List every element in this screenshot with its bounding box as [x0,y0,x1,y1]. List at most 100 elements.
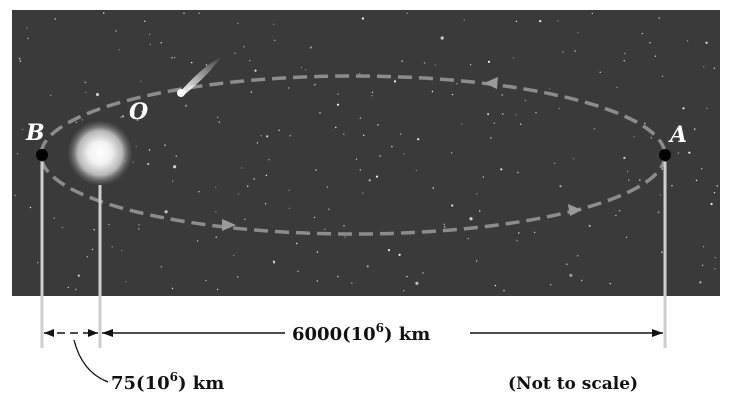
star [520,123,522,125]
star [138,228,140,230]
star [633,136,635,138]
star [500,168,503,171]
star [237,276,239,278]
star [482,176,484,178]
star [406,275,408,278]
star [61,226,64,229]
dimension-major-label: 6000(106) km [292,321,430,345]
star [148,149,151,151]
star [337,275,339,278]
star [398,253,401,256]
star [335,126,337,129]
star [705,41,708,44]
star [417,138,420,141]
star [713,192,716,194]
dimension-minor-label: 75(106) km [111,370,224,394]
star [274,39,276,42]
star [326,186,329,188]
star [366,265,369,268]
star [273,23,275,25]
star [115,30,117,32]
star [377,124,379,126]
star [171,57,173,59]
star [67,286,70,289]
star [716,185,718,187]
star [371,91,374,94]
star [173,165,177,169]
star [387,249,391,252]
star [243,46,245,48]
star [121,249,123,252]
star [233,254,235,257]
star [205,64,208,66]
star [136,119,139,121]
star [463,19,465,21]
point-b-marker [36,149,48,161]
star [237,22,239,25]
star [550,284,552,286]
dimension-minor-arrow-left [44,329,54,337]
star [160,42,162,44]
star [175,155,177,157]
star [460,123,463,125]
star [403,290,405,292]
star [18,57,21,60]
star [557,20,559,22]
star [623,156,626,159]
star [493,122,496,124]
star [344,236,346,238]
star [703,66,705,68]
star [475,260,478,262]
star [247,185,249,187]
star [423,62,426,64]
star [288,189,290,191]
star [215,211,217,213]
star [14,194,16,197]
dimension-minor-arrow-right [88,329,98,337]
dimension-major-suffix: ) km [384,324,430,345]
star [609,282,611,285]
star [288,207,290,210]
star [371,95,373,97]
star [661,75,664,78]
star [618,210,621,212]
star [164,144,166,146]
star [686,40,689,42]
star [650,137,652,139]
star [599,71,601,74]
star [273,262,275,264]
point-a-marker [659,149,671,161]
star [432,187,434,189]
comet-icon [177,56,222,97]
star [467,237,469,240]
star [249,60,251,62]
star [517,171,519,174]
star [147,162,150,166]
star [359,72,361,75]
star [695,179,698,182]
star [29,206,32,209]
star [577,255,579,257]
star [469,64,472,66]
star [300,66,302,69]
orbit-arrow-top [484,77,498,89]
star [515,114,517,116]
star [626,170,629,173]
star [85,91,87,94]
star [316,280,318,282]
star [615,214,617,217]
star [415,169,418,172]
star [253,178,255,180]
dimension-major-prefix: 6000(10 [292,324,376,345]
star [443,223,445,225]
star [535,112,537,114]
dimension-minor-exponent: 6 [170,370,178,384]
star [95,92,100,97]
star [313,216,316,219]
star [75,121,78,124]
star [671,185,673,187]
dimension-minor-prefix: 75(10 [111,373,170,394]
dimension-major-exponent: 6 [376,321,384,335]
star [215,186,217,189]
